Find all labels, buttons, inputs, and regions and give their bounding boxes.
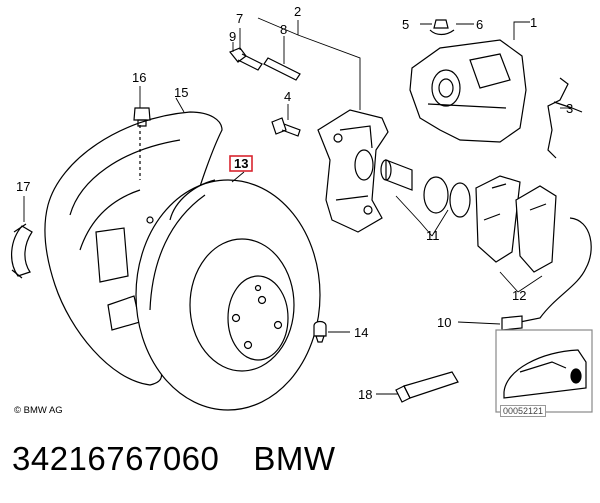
grease-tube-part	[395, 371, 459, 403]
callout-9: 9	[229, 29, 236, 44]
bleeder-screw-part	[429, 19, 455, 36]
copyright-text: © BMW AG	[14, 405, 63, 416]
part-number: 34216767060	[12, 440, 220, 477]
brake-disc-part	[135, 179, 321, 411]
leader-lines	[23, 17, 572, 395]
callout-14: 14	[354, 325, 368, 340]
piston-kit-part	[354, 149, 471, 218]
callout-8: 8	[280, 22, 287, 37]
reference-code: 00052121	[500, 405, 547, 417]
car-thumbnail	[495, 329, 593, 413]
brand-name: BMW	[253, 440, 336, 477]
callout-12: 12	[512, 288, 526, 303]
callout-7: 7	[236, 11, 243, 26]
callout-5: 5	[402, 17, 409, 32]
callout-13: 13	[234, 156, 248, 171]
guide-bolts-part	[229, 47, 301, 81]
callout-6: 6	[476, 17, 483, 32]
anti-rattle-spring-part	[547, 77, 583, 159]
clip-17-part	[11, 223, 33, 279]
page-caption: 34216767060 BMW	[12, 440, 370, 478]
callout-10: 10	[437, 315, 451, 330]
caliper-carrier-part	[317, 109, 389, 233]
callout-16: 16	[132, 70, 146, 85]
callout-11: 11	[426, 228, 440, 243]
callout-3: 3	[566, 101, 573, 116]
callout-4: 4	[284, 89, 291, 104]
wear-sensor-part	[501, 217, 592, 331]
callout-18: 18	[358, 387, 372, 402]
callout-labels: 1 2 3 4 5 6 7 8 9 10 11 12 13 14 15 16 1…	[16, 4, 573, 402]
highlight-box	[229, 155, 253, 172]
callout-2: 2	[294, 4, 301, 19]
screw-14-part	[313, 320, 327, 343]
bolt-16-part	[133, 107, 151, 127]
callout-17: 17	[16, 179, 30, 194]
caliper-part	[409, 39, 527, 143]
callout-15: 15	[174, 85, 188, 100]
brake-assembly-diagram: 1 2 3 4 5 6 7 8 9 10 11 12 13 14 15 16 1…	[11, 4, 593, 413]
brake-pads-part	[475, 175, 557, 273]
callout-1: 1	[530, 15, 537, 30]
bolt-4-part	[271, 117, 301, 137]
